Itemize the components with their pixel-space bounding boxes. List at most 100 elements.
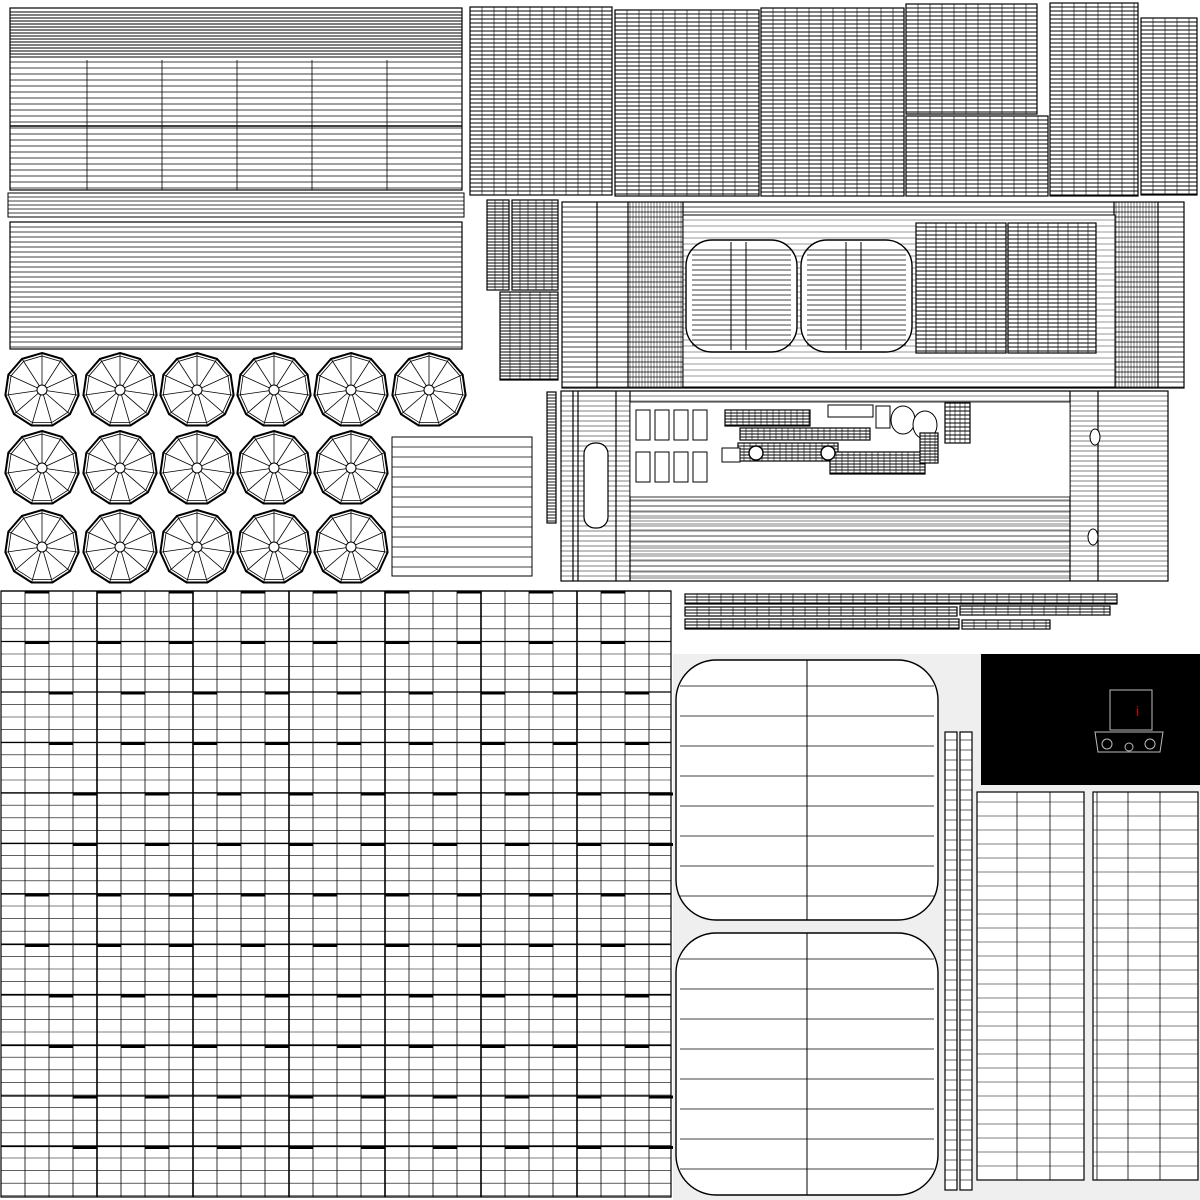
wheel-spoke [119, 389, 157, 396]
wheel-spoke [41, 515, 63, 548]
middle-right-block [561, 201, 1185, 389]
wheel-spoke [428, 374, 463, 391]
wheel-spoke [5, 546, 43, 553]
wheel-spoke [253, 358, 275, 391]
wheel-spoke [8, 374, 43, 391]
wheel-rim [394, 355, 464, 424]
dense-patch [905, 3, 1038, 115]
dense-stripes [10, 11, 462, 58]
wheel-spoke [196, 546, 208, 583]
wheel-spoke [273, 546, 303, 572]
wheel-rim [162, 355, 232, 424]
wheel-spoke [41, 389, 53, 426]
wheel-spoke [160, 546, 198, 553]
wheel-spoke [196, 358, 218, 391]
wheel-spoke [245, 467, 275, 493]
wheel-spoke [273, 467, 311, 474]
wheel-spoke [5, 389, 43, 396]
wheel-hub [423, 384, 435, 396]
wheel-spoke [13, 546, 43, 572]
wheel-spoke [21, 436, 43, 469]
wheel-hub [345, 462, 357, 474]
wheel-spoke [86, 452, 121, 469]
dark-panel-icon-square [1109, 689, 1153, 731]
wheel-rim [162, 512, 232, 581]
dense-patch [961, 619, 1051, 630]
wheel-rim [316, 355, 386, 424]
wheel-spoke [41, 389, 71, 415]
bottom-left-tile-grid [0, 590, 673, 1198]
wheel-spoke [196, 467, 226, 493]
grid-panel [1092, 791, 1199, 1181]
dense-patch [684, 606, 958, 617]
wheel-spoke [168, 389, 198, 415]
wheel-spoke [91, 389, 121, 415]
wheel-rim [239, 512, 309, 581]
part-round [890, 405, 916, 435]
wheel-spoke [273, 389, 311, 396]
wheel-hub [114, 384, 126, 396]
wheel-hub [191, 541, 203, 553]
part-ring [748, 445, 764, 461]
wheel-spoke [41, 531, 76, 548]
wheel-spoke [273, 467, 285, 504]
wheel-spoke [317, 374, 352, 391]
dark-panel-icon-dot [1144, 738, 1156, 750]
wheel-spoke [237, 389, 275, 396]
part [654, 409, 670, 441]
wheel-spoke [196, 389, 226, 415]
wheel-rim [316, 512, 386, 581]
wheel-spoke [13, 389, 43, 415]
part [654, 451, 670, 483]
dark-panel-icon-base [1094, 731, 1164, 753]
wheel-spoke [350, 436, 372, 469]
wheel-spoke [31, 467, 43, 504]
wheel-spoke [119, 467, 149, 493]
wheel-spoke [273, 374, 308, 391]
wheel-spoke [340, 389, 352, 426]
middle-lower-block [560, 390, 1169, 582]
wheel-spoke [176, 515, 198, 548]
wheel-spoke [119, 531, 154, 548]
wheel-spoke [99, 436, 121, 469]
wheel-spoke [350, 358, 372, 391]
wheel-spoke [350, 467, 380, 493]
wheel-spoke [392, 389, 430, 396]
wheel-hub [36, 462, 48, 474]
thin-column [959, 731, 973, 1191]
wheel-spoke [350, 389, 380, 415]
wheel-spoke [263, 467, 275, 504]
wheel-spoke [322, 467, 352, 493]
wheel-spoke [41, 546, 53, 583]
wheel-spoke [273, 389, 285, 426]
part [692, 451, 708, 483]
dense-patch [469, 6, 613, 196]
wheel-spoke [196, 436, 218, 469]
wheel-spoke [340, 546, 352, 583]
wheel-hub [268, 541, 280, 553]
wheel-spoke [317, 452, 352, 469]
wheel-spoke [83, 467, 121, 474]
dense-patch [684, 618, 960, 630]
wheel-spoke [119, 452, 154, 469]
wheel-hub [268, 462, 280, 474]
wheel-spoke [196, 452, 231, 469]
wheel-spoke [350, 515, 372, 548]
wheel-spoke [350, 546, 380, 572]
wheel-spoke [163, 374, 198, 391]
wheel-spoke [263, 389, 275, 426]
wheel-spoke [8, 452, 43, 469]
wheel-spoke [253, 515, 275, 548]
wheel-spoke [5, 467, 43, 474]
wheel-hub [345, 384, 357, 396]
wheel-spoke [428, 389, 466, 396]
wheel-spoke [273, 515, 295, 548]
wheel-spoke [41, 452, 76, 469]
wheel-spoke [428, 358, 450, 391]
small-vertical-strips [486, 199, 559, 524]
wheel-spoke [83, 546, 121, 553]
wheel-spoke [99, 515, 121, 548]
wheel-spoke [109, 467, 121, 504]
wheel-hub [36, 384, 48, 396]
wheel-spoke [428, 389, 440, 426]
